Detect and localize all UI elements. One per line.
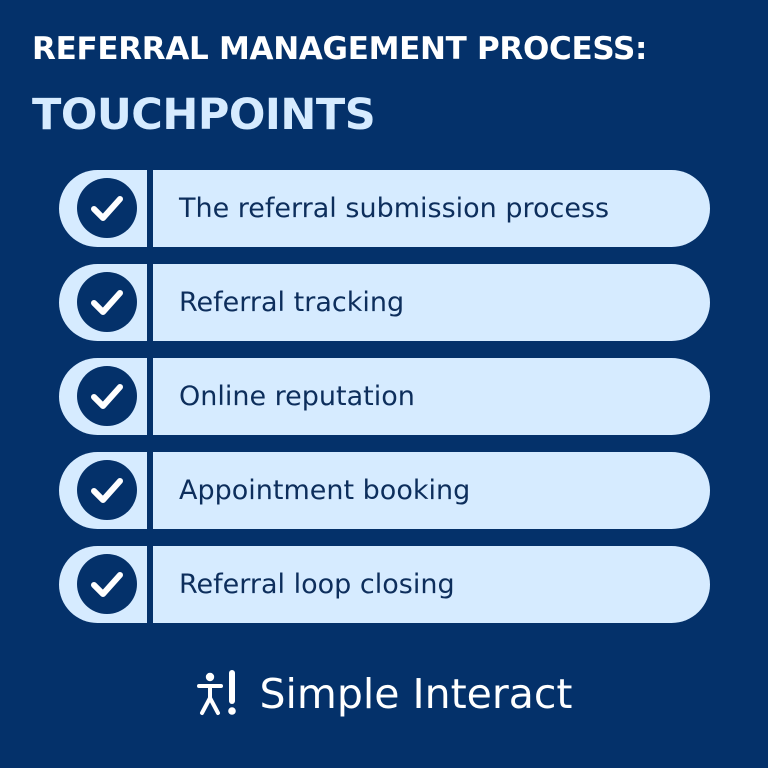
checkmark-icon: [77, 554, 137, 614]
touchpoint-label: Online reputation: [179, 381, 415, 412]
touchpoint-item: Appointment booking: [59, 452, 710, 529]
item-divider: [147, 170, 153, 247]
title-line-1: REFERRAL MANAGEMENT PROCESS:: [32, 31, 648, 67]
simple-interact-logo-icon: [197, 670, 237, 715]
checkmark-icon: [77, 272, 137, 332]
touchpoint-item: Referral loop closing: [59, 546, 710, 623]
item-divider: [147, 264, 153, 341]
title-line-2: TOUCHPOINTS: [32, 90, 376, 140]
touchpoint-item: Online reputation: [59, 358, 710, 435]
touchpoint-label: Referral loop closing: [179, 569, 455, 600]
brand-name: Simple Interact: [259, 669, 573, 718]
item-divider: [147, 358, 153, 435]
item-divider: [147, 546, 153, 623]
touchpoint-item: The referral submission process: [59, 170, 710, 247]
checkmark-icon: [77, 178, 137, 238]
touchpoint-label: Referral tracking: [179, 287, 405, 318]
checkmark-icon: [77, 366, 137, 426]
touchpoint-item: Referral tracking: [59, 264, 710, 341]
touchpoint-label: Appointment booking: [179, 475, 471, 506]
checkmark-icon: [77, 460, 137, 520]
brand-footer: Simple Interact: [0, 664, 768, 724]
touchpoint-label: The referral submission process: [179, 193, 610, 224]
item-divider: [147, 452, 153, 529]
